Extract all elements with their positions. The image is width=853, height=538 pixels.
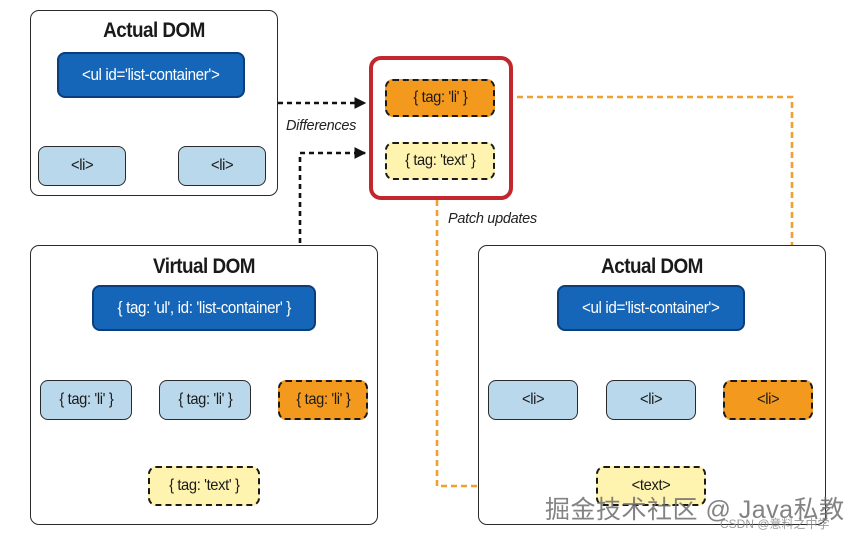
tl-li-node-1: <li> xyxy=(38,146,126,186)
patch-updates-label: Patch updates xyxy=(448,211,537,227)
vdom-li-node-1: { tag: 'li' } xyxy=(40,380,132,420)
tl-li-node-2: <li> xyxy=(178,146,266,186)
tl-ul-root-node: <ul id='list-container'> xyxy=(57,52,245,98)
actual-dom-title-top: Actual DOM xyxy=(103,19,205,42)
watermark-sub: CSDN @意料之中学 xyxy=(720,517,830,531)
right-text-node: <text> xyxy=(596,466,706,506)
vdom-li-node-2: { tag: 'li' } xyxy=(159,380,251,420)
virtual-dom-title: Virtual DOM xyxy=(153,255,255,278)
differences-label: Differences xyxy=(286,118,357,134)
watermark-main: 掘金技术社区 @ Java私教 xyxy=(545,496,845,524)
right-li-node-1: <li> xyxy=(488,380,578,420)
right-li-node-2: <li> xyxy=(606,380,696,420)
patch-text-node: { tag: 'text' } xyxy=(385,142,495,180)
actual-dom-title-right: Actual DOM xyxy=(601,255,703,278)
vdom-li-node-new: { tag: 'li' } xyxy=(278,380,368,420)
vdom-ul-root-node: { tag: 'ul', id: 'list-container' } xyxy=(92,285,316,331)
patch-arrow-text xyxy=(435,200,594,493)
right-li-node-new: <li> xyxy=(723,380,813,420)
patch-li-node: { tag: 'li' } xyxy=(385,79,495,117)
right-ul-root-node: <ul id='list-container'> xyxy=(557,285,745,331)
differences-arrow-from-virtual xyxy=(298,147,367,243)
vdom-text-node: { tag: 'text' } xyxy=(148,466,260,506)
